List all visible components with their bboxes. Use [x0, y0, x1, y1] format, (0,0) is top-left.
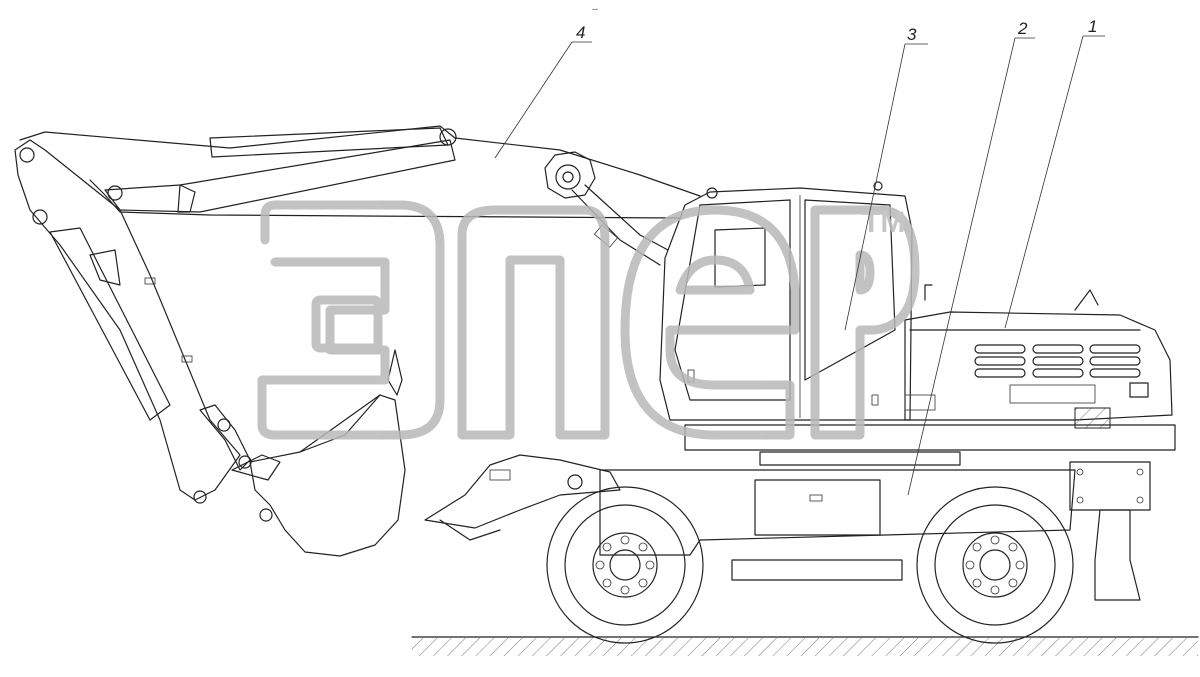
header-mark: -- — [592, 4, 598, 14]
callout-1: 1 — [1004, 17, 1105, 329]
stick-arm — [14, 139, 251, 504]
ground — [411, 636, 1199, 656]
front-wheel — [546, 486, 704, 644]
engine-cover — [904, 284, 1173, 429]
rear-wheel — [916, 486, 1074, 644]
dozer-blade — [424, 454, 621, 541]
upper-frame — [684, 424, 1176, 466]
callout-number: 1 — [1088, 17, 1097, 36]
callout-number: 4 — [576, 23, 585, 42]
callout-3: 3 — [844, 25, 928, 331]
boom — [19, 125, 701, 219]
undercarriage — [599, 461, 1151, 601]
callout-2: 2 — [907, 19, 1035, 496]
watermark-logo: TM — [257, 200, 920, 440]
callout-4: 4 — [494, 23, 592, 159]
callout-number: 2 — [1017, 19, 1028, 38]
callout-number: 3 — [907, 25, 917, 44]
trademark-mark: TM — [862, 206, 905, 239]
